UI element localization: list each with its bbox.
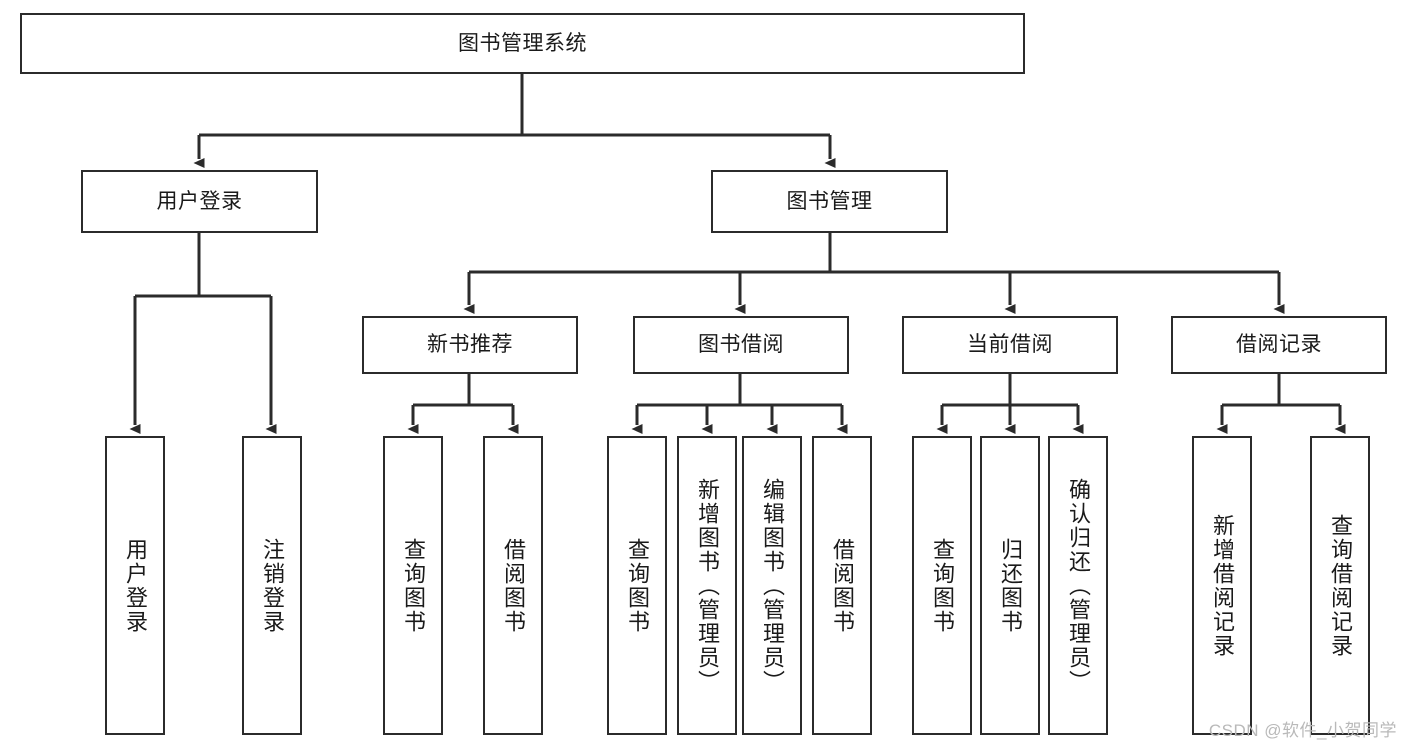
node-book-manage[interactable]: 图书管理 <box>711 170 948 233</box>
node-leaf-query-book-1-label: 查询图书 <box>400 537 426 634</box>
node-leaf-query-book-2[interactable]: 查询图书 <box>607 436 667 735</box>
node-leaf-borrow-book-1[interactable]: 借阅图书 <box>483 436 543 735</box>
node-leaf-user-logout[interactable]: 注销登录 <box>242 436 302 735</box>
node-current-borrow[interactable]: 当前借阅 <box>902 316 1118 374</box>
node-new-book-recommend-label: 新书推荐 <box>427 333 513 357</box>
node-leaf-user-logout-label: 注销登录 <box>259 537 285 634</box>
node-borrow-record-label: 借阅记录 <box>1236 333 1322 357</box>
node-leaf-confirm-return[interactable]: 确认归还（管理员） <box>1048 436 1108 735</box>
node-current-borrow-label: 当前借阅 <box>967 333 1053 357</box>
node-leaf-add-record-label: 新增借阅记录 <box>1209 513 1235 658</box>
node-leaf-add-book-label: 新增图书（管理员） <box>694 477 720 694</box>
node-leaf-borrow-book-2[interactable]: 借阅图书 <box>812 436 872 735</box>
node-leaf-query-book-3-label: 查询图书 <box>929 537 955 634</box>
node-leaf-borrow-book-2-label: 借阅图书 <box>829 537 855 634</box>
node-leaf-user-login-label: 用户登录 <box>122 537 148 634</box>
node-leaf-query-record[interactable]: 查询借阅记录 <box>1310 436 1370 735</box>
node-leaf-user-login[interactable]: 用户登录 <box>105 436 165 735</box>
node-leaf-confirm-return-label: 确认归还（管理员） <box>1065 477 1091 694</box>
node-user-login-label: 用户登录 <box>156 189 243 213</box>
node-leaf-add-record[interactable]: 新增借阅记录 <box>1192 436 1252 735</box>
node-leaf-return-book-label: 归还图书 <box>997 537 1023 634</box>
node-leaf-query-book-2-label: 查询图书 <box>624 537 650 634</box>
node-root-label: 图书管理系统 <box>458 31 587 55</box>
node-user-login[interactable]: 用户登录 <box>81 170 318 233</box>
node-book-borrow-label: 图书借阅 <box>698 333 784 357</box>
node-leaf-edit-book-label: 编辑图书（管理员） <box>759 477 785 694</box>
node-borrow-record[interactable]: 借阅记录 <box>1171 316 1387 374</box>
node-leaf-return-book[interactable]: 归还图书 <box>980 436 1040 735</box>
node-leaf-borrow-book-1-label: 借阅图书 <box>500 537 526 634</box>
node-leaf-query-book-3[interactable]: 查询图书 <box>912 436 972 735</box>
node-root[interactable]: 图书管理系统 <box>20 13 1025 74</box>
node-leaf-query-record-label: 查询借阅记录 <box>1327 513 1353 658</box>
node-new-book-recommend[interactable]: 新书推荐 <box>362 316 578 374</box>
node-leaf-add-book[interactable]: 新增图书（管理员） <box>677 436 737 735</box>
node-book-borrow[interactable]: 图书借阅 <box>633 316 849 374</box>
node-leaf-query-book-1[interactable]: 查询图书 <box>383 436 443 735</box>
node-leaf-edit-book[interactable]: 编辑图书（管理员） <box>742 436 802 735</box>
node-book-manage-label: 图书管理 <box>786 189 873 213</box>
